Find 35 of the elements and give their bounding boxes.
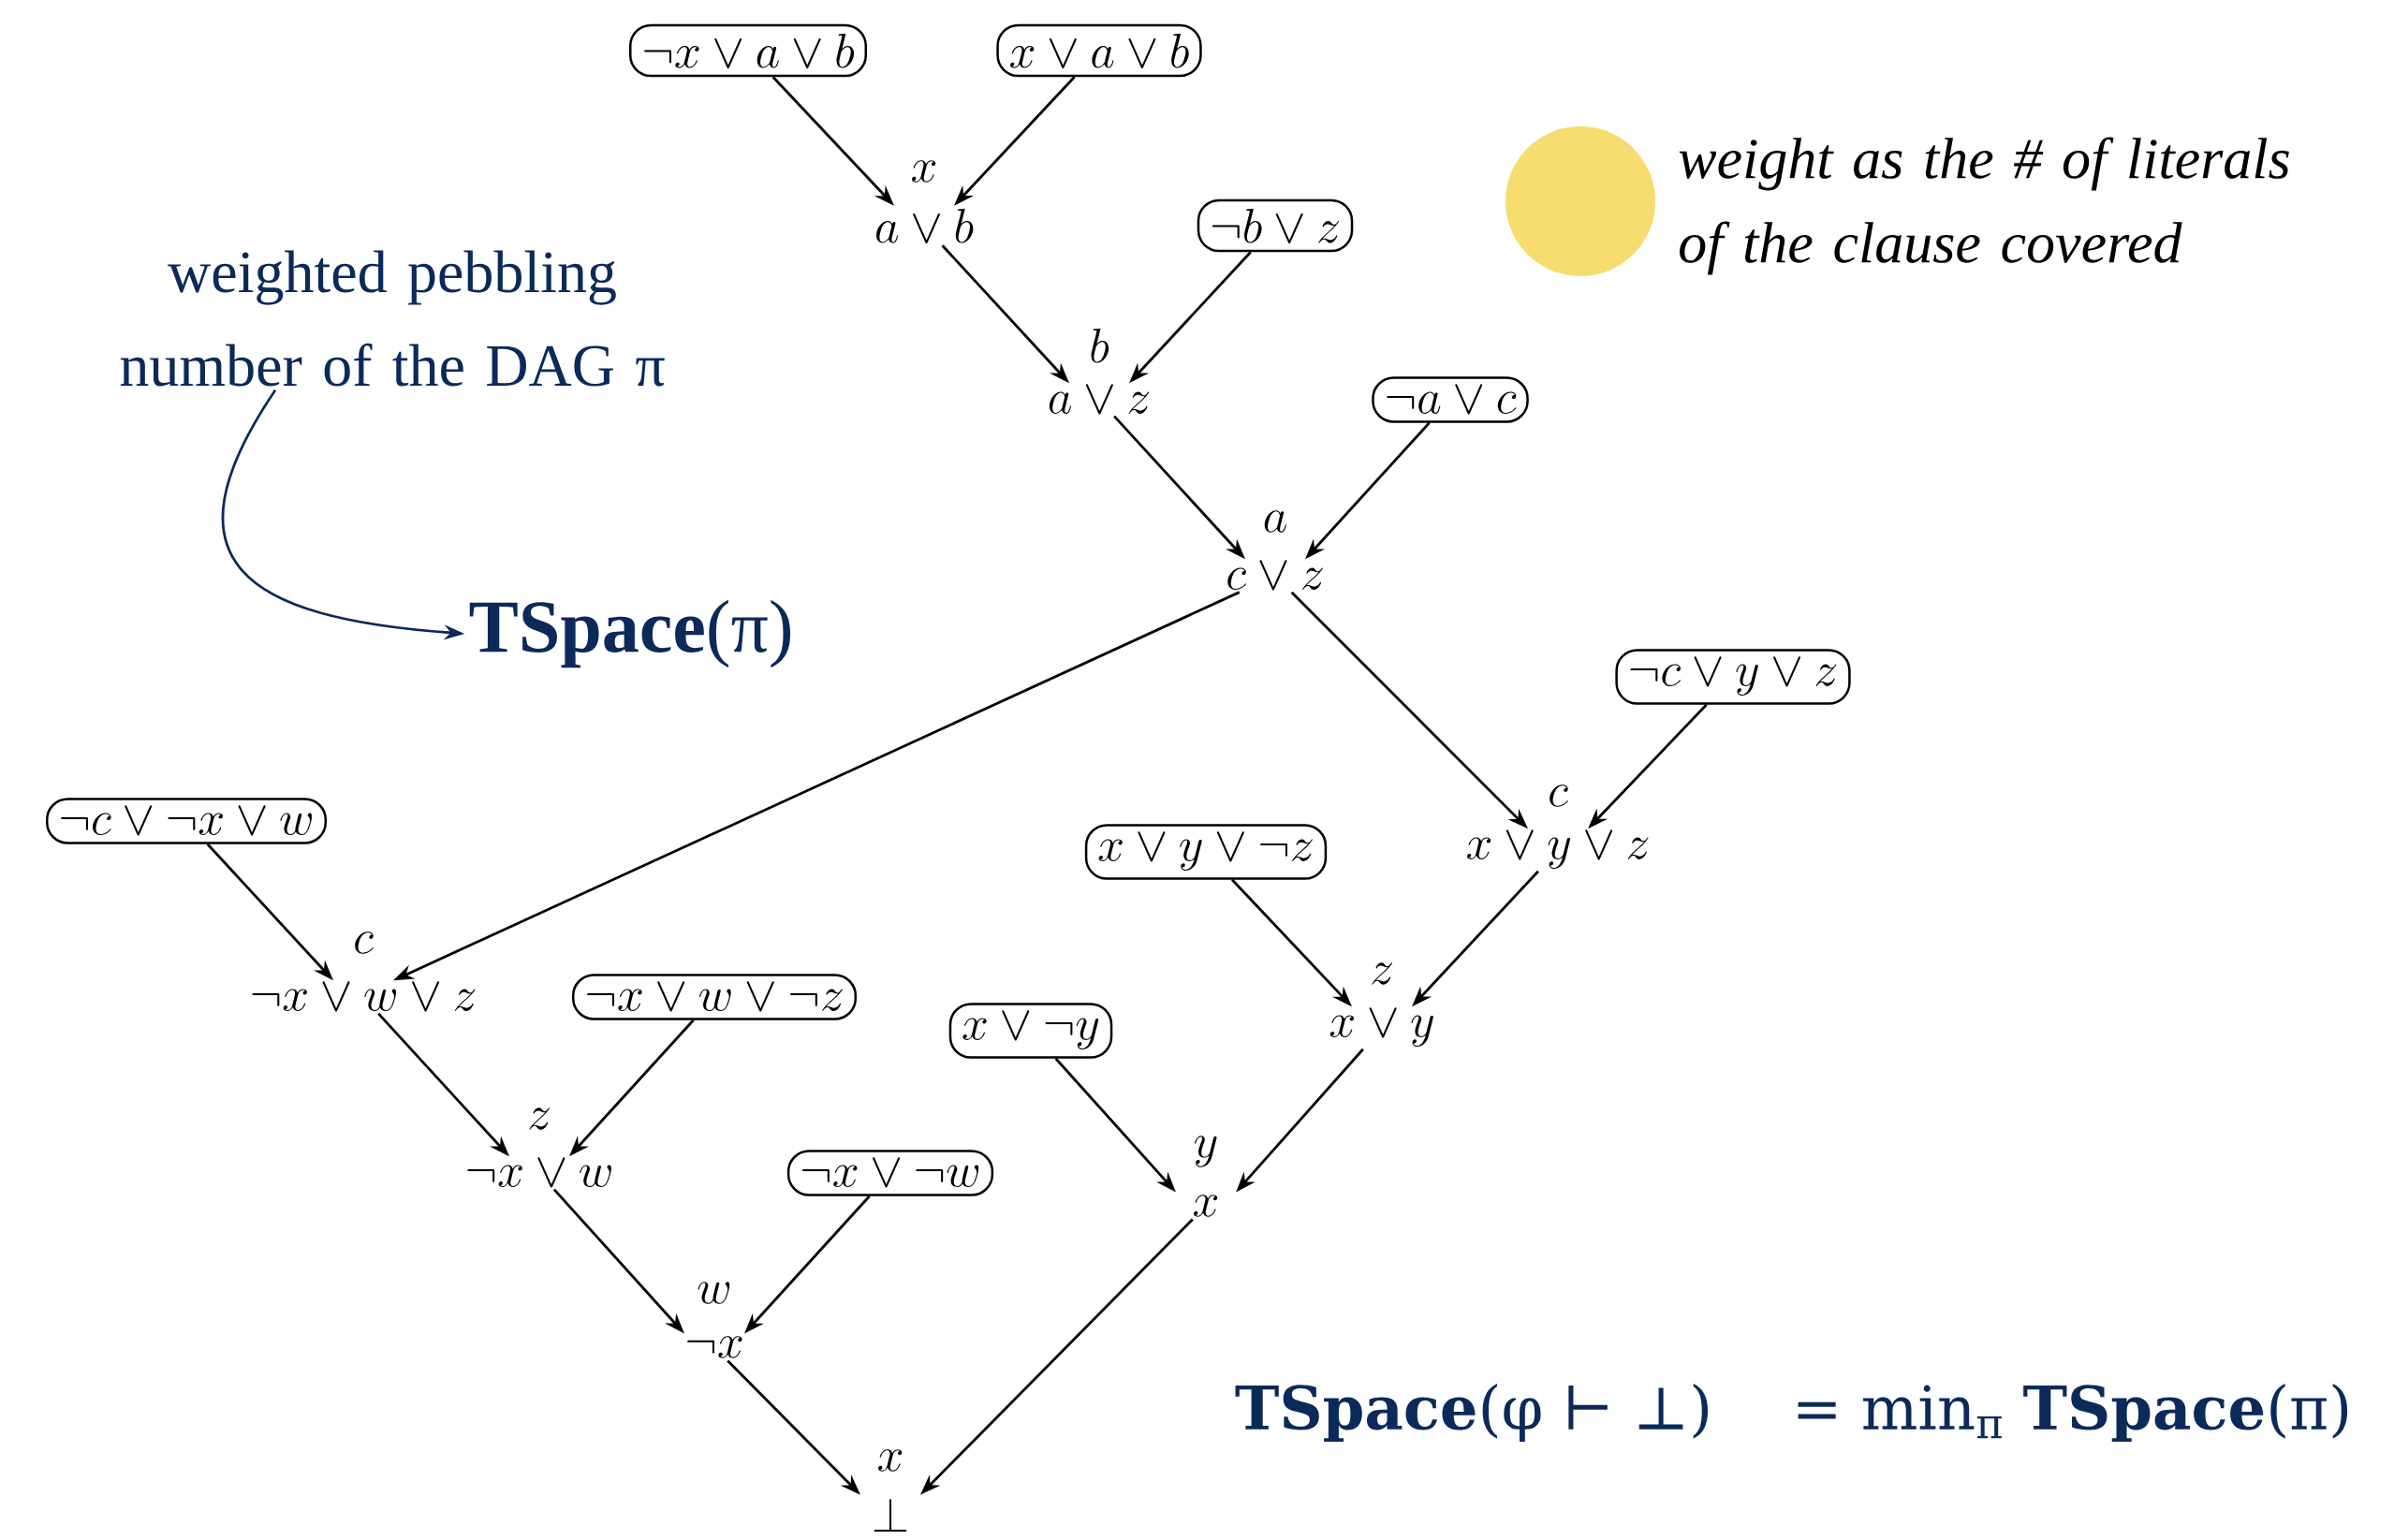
pivot-variable: $w$: [698, 1282, 730, 1304]
legend-text: weight as the # of literals of the clause covered: [1679, 137, 2289, 275]
clause-text: $\bot$: [874, 1499, 907, 1533]
formula-text: TSpace(φ ⊢ ⊥): [1235, 1384, 1709, 1442]
pivot-variable: $z$: [529, 1107, 550, 1130]
clause-text: $\neg x \lor w \lor z$: [252, 981, 476, 1012]
pivot-variable: $x$: [912, 160, 936, 183]
pivot-variable: $z$: [1372, 962, 1392, 985]
clause-text: $x \lor y \lor z$: [1466, 829, 1649, 869]
clause-box: $x \lor a \lor b$: [996, 23, 1202, 78]
clause-text: $a \lor b$: [876, 208, 974, 244]
clause-text: $a \lor z$: [1049, 384, 1150, 415]
clause-text: $x$: [1194, 1195, 1218, 1217]
pivot-variable: $b$: [1091, 328, 1109, 363]
clause-box: $\neg c \lor \neg x \lor w$: [46, 798, 328, 844]
clause-box: $\neg a \lor c$: [1372, 376, 1529, 423]
clause-box: $x \lor \neg y$: [948, 1003, 1113, 1059]
clause-text: $c \lor z$: [1227, 560, 1323, 591]
annotation-text: weighted pebbling number of the DAG π: [120, 250, 665, 387]
formula-text: = min$_{π}$ TSpace(π): [1798, 1384, 2348, 1442]
clause-text: $\neg x$: [687, 1336, 742, 1358]
pivot-variable: $x$: [878, 1449, 903, 1472]
clause-text: $x \lor y$: [1329, 1007, 1433, 1047]
clause-box: $\neg x \lor \neg w$: [786, 1150, 994, 1196]
clause-box: $\neg c \lor y \lor z$: [1615, 649, 1851, 705]
pivot-variable: $y$: [1195, 1136, 1217, 1167]
clause-box: $\neg x \lor w \lor \neg z$: [571, 974, 858, 1020]
pivot-variable: $c$: [1549, 785, 1568, 807]
pivot-variable: $a$: [1264, 510, 1286, 533]
clause-box: $\neg b \lor z$: [1197, 198, 1354, 253]
clause-text: $\neg x \lor w$: [467, 1157, 611, 1188]
clause-box: $x \lor y \lor \neg z$: [1084, 824, 1328, 880]
clause-box: $\neg x \lor a \lor b$: [629, 23, 868, 78]
pivot-variable: $c$: [355, 931, 374, 954]
measure-text: TSpace(π): [469, 599, 791, 668]
